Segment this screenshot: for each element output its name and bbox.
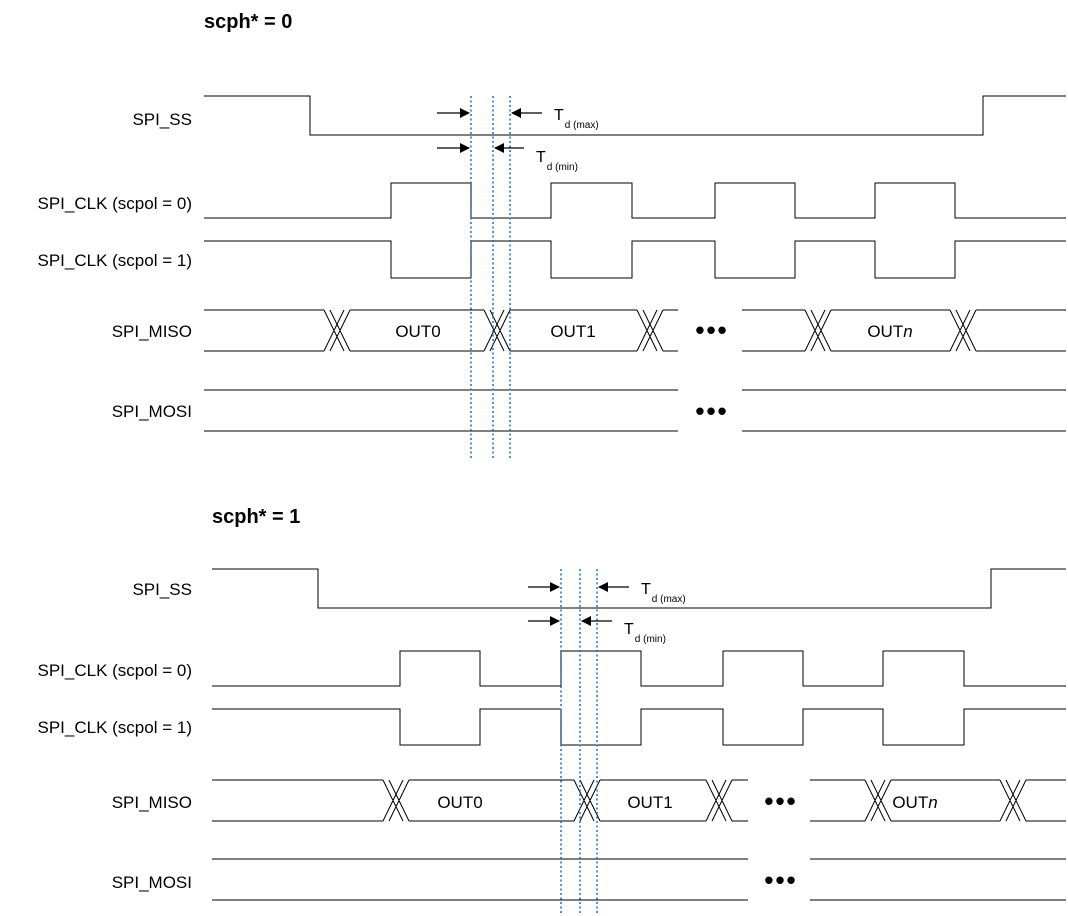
signal-label-spi-clk-scpol1: SPI_CLK (scpol = 1) bbox=[38, 718, 193, 737]
signal-label-spi-mosi: SPI_MOSI bbox=[112, 873, 192, 892]
signal-label-spi-clk-scpol0: SPI_CLK (scpol = 0) bbox=[38, 661, 193, 680]
waveform-spi-clk-scpol0 bbox=[204, 182, 1066, 219]
miso-ellipsis: ••• bbox=[764, 786, 797, 816]
miso-ellipsis: ••• bbox=[695, 315, 728, 345]
waveform-spi-miso: OUT0 OUT1 OUTn ••• bbox=[204, 309, 1066, 352]
waveform-spi-clk-scpol0 bbox=[212, 650, 1066, 687]
waveform-spi-mosi: ••• bbox=[212, 858, 1066, 901]
td-min-label: Td (min) bbox=[624, 621, 666, 645]
signal-label-spi-clk-scpol0: SPI_CLK (scpol = 0) bbox=[38, 194, 193, 213]
bus-value-out0: OUT0 bbox=[395, 322, 440, 341]
waveform-spi-mosi: ••• bbox=[204, 389, 1066, 432]
mosi-ellipsis: ••• bbox=[764, 865, 797, 895]
bus-value-out0: OUT0 bbox=[437, 793, 482, 812]
signal-label-spi-ss: SPI_SS bbox=[132, 580, 192, 599]
bus-value-outn: OUTn bbox=[892, 793, 937, 812]
panel-scph1: scph* = 1 SPI_SS SPI_CLK (scpol = 0) SPI… bbox=[38, 506, 1066, 914]
td-max-label: Td (max) bbox=[554, 107, 599, 131]
signal-label-spi-clk-scpol1: SPI_CLK (scpol = 1) bbox=[38, 251, 193, 270]
mosi-ellipsis: ••• bbox=[695, 396, 728, 426]
td-max-label: Td (max) bbox=[641, 581, 686, 605]
bus-value-out1: OUT1 bbox=[627, 793, 672, 812]
panel-title: scph* = 1 bbox=[212, 506, 300, 528]
signal-label-spi-miso: SPI_MISO bbox=[112, 793, 192, 812]
waveform-spi-ss bbox=[212, 568, 1066, 609]
panel-scph0: scph* = 0 SPI_SS SPI_CLK (scpol = 0) SPI… bbox=[38, 11, 1066, 460]
waveform-spi-miso: OUT0 OUT1 OUTn ••• bbox=[212, 779, 1066, 822]
signal-label-spi-mosi: SPI_MOSI bbox=[112, 402, 192, 421]
signal-label-spi-ss: SPI_SS bbox=[132, 110, 192, 129]
bus-value-outn: OUTn bbox=[867, 322, 912, 341]
td-min-label: Td (min) bbox=[536, 149, 578, 173]
waveform-spi-clk-scpol1 bbox=[204, 240, 1066, 279]
waveform-spi-clk-scpol1 bbox=[212, 708, 1066, 746]
bus-value-out1: OUT1 bbox=[550, 322, 595, 341]
waveform-spi-ss bbox=[204, 95, 1066, 136]
signal-label-spi-miso: SPI_MISO bbox=[112, 322, 192, 341]
panel-title: scph* = 0 bbox=[204, 11, 292, 33]
